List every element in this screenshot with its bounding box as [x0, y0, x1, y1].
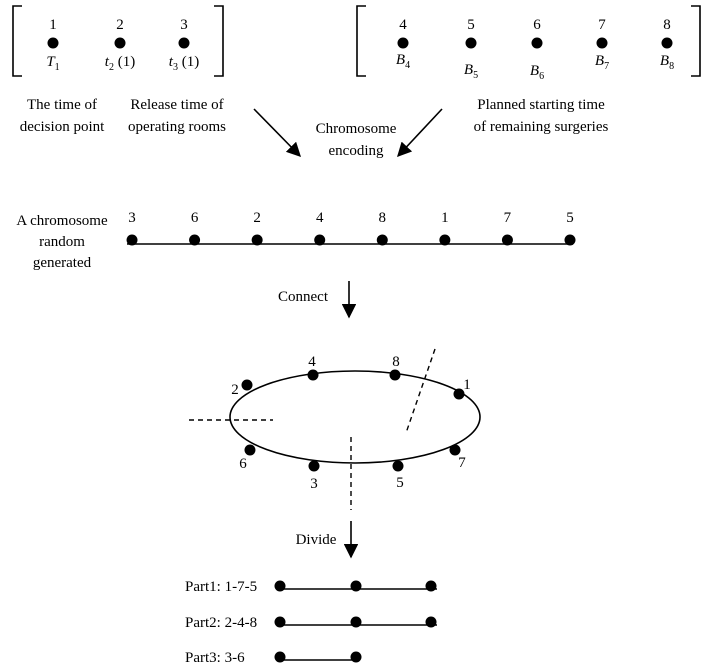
ring-gene-label-7: 7	[458, 455, 466, 471]
planned-start-dot-4	[397, 37, 409, 49]
ring-gene-dot-5	[392, 460, 404, 472]
time-symbol-B5: B5	[464, 62, 478, 81]
time-symbol-B4: B4	[396, 52, 410, 71]
decision-point-label-1: The time of	[27, 97, 97, 113]
part-3-dot-1	[350, 651, 362, 663]
part-label-1: Part1: 1-7-5	[185, 579, 257, 595]
gene-label-6: 7	[504, 210, 512, 226]
ring-gene-label-5: 5	[396, 475, 404, 491]
ring-gene-label-8: 8	[392, 354, 400, 370]
planned-start-group: 4B4 5B5 6B6 7B7 8B8	[356, 5, 701, 82]
chromosome-ring	[229, 370, 481, 464]
ring-gene-label-3: 3	[310, 476, 318, 492]
part-1-dot-0	[274, 580, 286, 592]
ring-gene-label-1: 1	[463, 377, 471, 393]
part-1-dot-1	[350, 580, 362, 592]
part-1-dot-2	[425, 580, 437, 592]
ring-gene-dot-1	[453, 388, 465, 400]
gene-dot-1	[189, 234, 201, 246]
decision-release-group: 1T1 2 t2 (1) 3 t3 (1)	[12, 5, 224, 77]
ring-gene-dot-4	[307, 369, 319, 381]
chromosome-label-2: random	[39, 234, 85, 250]
planned-start-dot-8	[661, 37, 673, 49]
gene-dot-4	[376, 234, 388, 246]
part-2-dot-1	[350, 616, 362, 628]
planned-start-label-1: Planned starting time	[477, 97, 605, 113]
gene-dot-7	[564, 234, 576, 246]
gene-label-2: 2	[253, 210, 261, 226]
point-number-4: 4	[399, 17, 407, 33]
planned-start-dot-6	[531, 37, 543, 49]
gene-label-7: 5	[566, 210, 574, 226]
ring-gene-dot-3	[308, 460, 320, 472]
release-time-label-1: Release time of	[130, 97, 223, 113]
left-bracket-close	[214, 5, 224, 77]
part-3-dot-0	[274, 651, 286, 663]
decision-release-dot-2	[114, 37, 126, 49]
left-bracket-open	[12, 5, 22, 77]
planned-start-dot-5	[465, 37, 477, 49]
part-2-dot-0	[274, 616, 286, 628]
time-symbol-B7: B7	[595, 53, 609, 72]
ring-gene-label-4: 4	[308, 354, 316, 370]
ring-gene-dot-2	[241, 379, 253, 391]
release-time-label-2: operating rooms	[128, 119, 226, 135]
time-symbol-B6: B6	[530, 63, 544, 82]
time-symbol-3: t3 (1)	[169, 54, 199, 73]
point-number-3: 3	[180, 17, 188, 33]
ring-gene-dot-7	[449, 444, 461, 456]
gene-dot-0	[126, 234, 138, 246]
encoding-label-2: encoding	[329, 143, 384, 159]
point-number-6: 6	[533, 17, 541, 33]
encoding-arrow-left	[253, 108, 302, 158]
gene-label-0: 3	[128, 210, 136, 226]
gene-dot-6	[501, 234, 513, 246]
ring-gene-dot-8	[389, 369, 401, 381]
ring-gene-label-2: 2	[231, 382, 239, 398]
planned-start-label-2: of remaining surgeries	[474, 119, 609, 135]
point-number-5: 5	[467, 17, 475, 33]
chromosome-label-1: A chromosome	[16, 213, 108, 229]
ring-gene-dot-6	[244, 444, 256, 456]
right-bracket-close	[691, 5, 701, 77]
planned-start-dot-7	[596, 37, 608, 49]
encoding-arrow-right	[397, 108, 443, 158]
gene-label-5: 1	[441, 210, 449, 226]
time-symbol-1: T1	[46, 54, 59, 73]
chromosome-label-3: generated	[33, 255, 92, 271]
gene-dot-3	[314, 234, 326, 246]
gene-dot-2	[251, 234, 263, 246]
gene-label-4: 8	[379, 210, 387, 226]
encoding-label-1: Chromosome	[316, 121, 397, 137]
divide-label: Divide	[296, 532, 337, 548]
gene-dot-5	[439, 234, 451, 246]
time-symbol-B8: B8	[660, 53, 674, 72]
right-bracket-open	[356, 5, 366, 77]
point-number-8: 8	[663, 17, 671, 33]
point-number-7: 7	[598, 17, 606, 33]
gene-label-3: 4	[316, 210, 324, 226]
ring-gene-label-6: 6	[239, 456, 247, 472]
time-symbol-2: t2 (1)	[105, 54, 135, 73]
part-label-3: Part3: 3-6	[185, 650, 245, 663]
point-number-2: 2	[116, 17, 124, 33]
part-label-2: Part2: 2-4-8	[185, 615, 257, 631]
decision-release-dot-1	[47, 37, 59, 49]
decision-point-label-2: decision point	[20, 119, 105, 135]
part-2-dot-2	[425, 616, 437, 628]
cut-line-right	[405, 348, 436, 434]
connect-label: Connect	[278, 289, 329, 305]
gene-label-1: 6	[191, 210, 199, 226]
point-number-1: 1	[49, 17, 57, 33]
decision-release-dot-3	[178, 37, 190, 49]
